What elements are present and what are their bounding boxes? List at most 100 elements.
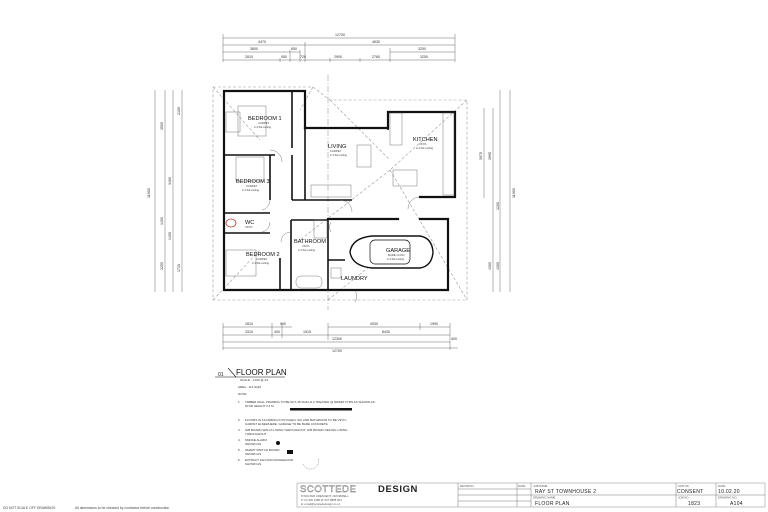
label-text: CARPET xyxy=(246,184,258,188)
drawing-number: A104 xyxy=(730,501,743,507)
drawing-name: FLOOR PLAN xyxy=(535,501,570,507)
label-text: 2.4 flat ceiling xyxy=(330,153,348,157)
label-text: BARE CONC xyxy=(388,253,405,257)
dim-text: 3975 xyxy=(479,152,483,160)
job-name: RAY ST TOWNHOUSE 2 xyxy=(535,489,596,495)
room-name-garage: GARAGE xyxy=(386,248,410,254)
bottom-dimensions: 2810 900 4930 1950 3310 400 1515 8430 12… xyxy=(222,322,458,353)
dim-text: 2780 xyxy=(372,55,380,59)
label-text: 2.4 flat ceiling xyxy=(242,188,260,192)
label-text: VINYL xyxy=(419,142,428,146)
label-text: REVISION: xyxy=(460,484,474,488)
dim-text: 3310 xyxy=(245,330,253,334)
room-name-laundry: LAUNDRY xyxy=(341,276,368,282)
label-text: P: 03 445 2288 M: 027 8888 003 xyxy=(301,498,342,502)
dim-text: 4930 xyxy=(370,322,378,326)
bed-icon xyxy=(225,111,241,133)
dim-text: 11900 xyxy=(147,188,151,198)
label-text: TIMBER WALL FRAMING TO BE 90 X 45 SG8 H1… xyxy=(245,400,376,404)
dim-text: 2900 xyxy=(334,55,342,59)
dim-text: 2810 xyxy=(245,55,253,59)
label-text: SHOWN AS xyxy=(245,442,261,446)
label-text: 2.4 flat ceiling xyxy=(387,257,405,261)
label-text: 2. xyxy=(238,418,241,422)
label-text: 3. xyxy=(238,428,241,432)
label-text: CARPET xyxy=(256,257,268,261)
label-text: VINYL xyxy=(302,244,311,248)
label-text: JOB NAME: xyxy=(533,484,548,488)
label-text: 2.4 flat ceiling xyxy=(252,261,270,265)
doors xyxy=(261,149,421,303)
furniture xyxy=(225,105,455,289)
dim-text: 3400 xyxy=(168,177,172,185)
dim-text: 3800 xyxy=(250,47,258,51)
dim-text: 3250 xyxy=(420,55,428,59)
exterior-walls xyxy=(222,89,457,292)
dim-text: 12700 xyxy=(332,349,342,353)
label-text: 1. xyxy=(238,400,241,404)
room-name-living: LIVING xyxy=(328,144,346,150)
kitchen-bench-icon xyxy=(442,112,455,196)
laundry-tub-icon xyxy=(330,267,342,279)
roof-outline xyxy=(212,75,468,310)
label-text: SCALE : 1:100 @ A3 xyxy=(240,378,268,382)
right-dimensions: 11900 3975 3995 4300 4300 1200 xyxy=(479,90,516,292)
switch-board-icon xyxy=(287,450,293,454)
label-text: 4. xyxy=(238,438,241,442)
label-text: FLOORS IN FLOORING IN KITCHEN, WC AND BA… xyxy=(245,418,347,422)
dim-text: 1710 xyxy=(177,264,181,272)
dim-text: 4470 xyxy=(258,40,266,44)
dim-text: 900 xyxy=(280,322,286,326)
footer-no-scale: DO NOT SCALE OFF DRAWINGS xyxy=(3,506,56,510)
interior-walls xyxy=(224,91,389,290)
room-name-kitchen: KITCHEN xyxy=(413,137,438,143)
label-text: DATE: xyxy=(518,484,526,488)
dim-text: 3500 xyxy=(160,122,164,130)
label-text: CARPET ELSEWHERE, GARAGE TO BE BARE CONC… xyxy=(245,422,328,426)
car-icon xyxy=(349,235,434,269)
dim-text: 3250 xyxy=(160,262,164,270)
label-text: 01 xyxy=(218,372,224,378)
label-text: E: email@scottededesign.co.nz xyxy=(301,502,341,506)
bath-icon xyxy=(295,275,323,289)
dim-text: 12700 xyxy=(335,33,345,37)
smoke-alarm-icon xyxy=(276,441,280,445)
room-name-bedroom2: BEDROOM 2 xyxy=(246,252,280,258)
label-text: SHOWN AS xyxy=(245,452,261,456)
date: 10.02.20 xyxy=(718,489,740,495)
dim-text: 2810 xyxy=(245,322,253,326)
wall-framing-symbol xyxy=(290,408,352,411)
dim-text: 8430 xyxy=(382,330,390,334)
label-text: 2.4 flat ceiling xyxy=(254,125,272,129)
room-name-bathroom: BATHROOM xyxy=(294,239,326,245)
label-text: SMOKE ALARM xyxy=(245,438,267,442)
bed-icon xyxy=(225,249,257,277)
dim-text: 4300 xyxy=(496,262,500,270)
room-labels: BEDROOM 1 CARPET 2.4 flat ceiling BEDROO… xyxy=(236,116,438,282)
toilet-icon xyxy=(225,218,237,228)
room-name-bedroom1: BEDROOM 1 xyxy=(248,116,282,122)
logo-text-light: SCOTTEDE xyxy=(300,484,357,495)
dim-text: 3995 xyxy=(488,152,492,160)
dim-text: 1200 xyxy=(496,202,500,210)
bed-icon xyxy=(235,156,265,182)
label-text: SHOWN AS xyxy=(245,462,261,466)
dining-table-icon xyxy=(392,169,418,187)
dim-text: 11900 xyxy=(512,188,516,198)
footer-dimensions-note: All dimensions to be checked by contract… xyxy=(75,506,169,510)
left-dimensions: 11900 3500 3400 1400 3250 2150 1400 1710 xyxy=(147,90,183,292)
title-block: SCOTTEDE DESIGN 8 WOLTER CRESCENT, CROMW… xyxy=(296,482,766,508)
label-text: CARPET xyxy=(330,149,342,153)
dim-text: 1400 xyxy=(160,217,164,225)
sofa-icon xyxy=(356,144,372,168)
label-text: FLOOR PLAN xyxy=(236,368,287,377)
label-text: EXTRACT FAN AND RANGEHOOD xyxy=(245,458,294,462)
label-text: DRAWING NO: xyxy=(718,496,737,500)
label-text: SMART SWITCH BOARD xyxy=(245,448,280,452)
dim-text: 3250 xyxy=(418,47,426,51)
room-name-bedroom3: BEDROOM 3 xyxy=(236,179,270,185)
status: CONSENT xyxy=(677,489,704,495)
kitchen-island-icon xyxy=(389,112,403,146)
dim-text: 850 xyxy=(291,47,297,51)
